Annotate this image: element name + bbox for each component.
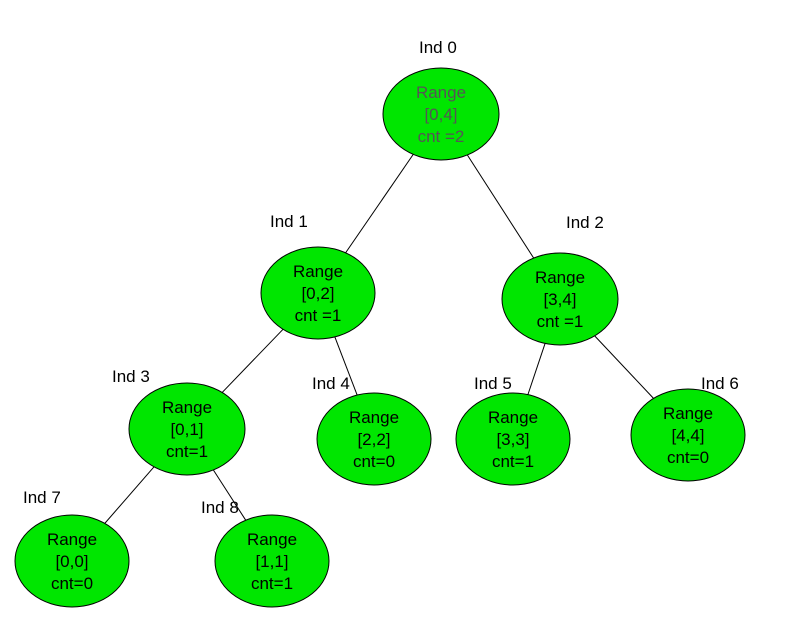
- tree-node-ind5: Ind 5 Range [3,3] cnt=1: [455, 374, 571, 486]
- edge-ind2-ind5: [527, 343, 546, 395]
- tree-node-ind8: Ind 8 Range [1,1] cnt=1: [201, 498, 330, 608]
- node-ellipse: [455, 392, 571, 486]
- node-ellipse: [501, 252, 619, 346]
- node-range: [3,4]: [543, 290, 576, 309]
- node-index-label: Ind 7: [23, 488, 61, 507]
- node-index-label: Ind 2: [566, 213, 604, 232]
- node-count: cnt =1: [295, 306, 342, 325]
- node-title: Range: [416, 83, 466, 102]
- node-count: cnt =1: [537, 312, 584, 331]
- node-range: [2,2]: [357, 430, 390, 449]
- node-ellipse: [316, 392, 432, 486]
- node-ellipse: [382, 67, 500, 161]
- edge-ind1-ind3: [221, 328, 284, 393]
- node-title: Range: [488, 408, 538, 427]
- node-title: Range: [47, 530, 97, 549]
- node-index-label: Ind 4: [312, 374, 350, 393]
- node-index-label: Ind 3: [112, 367, 150, 386]
- edge-ind0-ind2: [466, 154, 535, 259]
- node-title: Range: [293, 262, 343, 281]
- node-count: cnt=1: [492, 452, 534, 471]
- node-range: [3,3]: [496, 430, 529, 449]
- tree-node-ind6: Ind 6 Range [4,4] cnt=0: [630, 374, 746, 482]
- node-title: Range: [535, 268, 585, 287]
- tree-node-ind4: Ind 4 Range [2,2] cnt=0: [312, 374, 432, 486]
- node-range: [0,2]: [301, 284, 334, 303]
- node-range: [4,4]: [671, 426, 704, 445]
- node-ellipse: [630, 388, 746, 482]
- node-index-label: Ind 6: [701, 374, 739, 393]
- node-index-label: Ind 5: [474, 374, 512, 393]
- tree-node-ind0: Ind 0 Range [0,4] cnt =2: [382, 38, 500, 161]
- edges: [104, 154, 654, 524]
- edge-ind3-ind7: [104, 466, 155, 524]
- edge-ind3-ind8: [212, 469, 247, 521]
- node-index-label: Ind 8: [201, 498, 239, 517]
- tree-node-ind3: Ind 3 Range [0,1] cnt=1: [112, 367, 246, 476]
- node-count: cnt=1: [166, 442, 208, 461]
- node-range: [1,1]: [255, 552, 288, 571]
- node-index-label: Ind 1: [270, 212, 308, 231]
- edge-ind1-ind4: [334, 336, 358, 396]
- node-range: [0,1]: [170, 420, 203, 439]
- edge-ind2-ind6: [594, 335, 654, 399]
- node-index-label: Ind 0: [419, 38, 457, 57]
- node-ellipse: [14, 514, 130, 608]
- node-title: Range: [349, 408, 399, 427]
- node-range: [0,4]: [424, 105, 457, 124]
- node-ellipse: [260, 246, 376, 340]
- node-ellipse: [128, 382, 246, 476]
- node-title: Range: [247, 530, 297, 549]
- edge-ind0-ind1: [345, 154, 414, 254]
- node-title: Range: [162, 398, 212, 417]
- node-count: cnt=1: [251, 574, 293, 593]
- node-ellipse: [214, 514, 330, 608]
- node-count: cnt=0: [51, 574, 93, 593]
- tree-node-ind7: Ind 7 Range [0,0] cnt=0: [14, 488, 130, 608]
- node-range: [0,0]: [55, 552, 88, 571]
- node-count: cnt=0: [353, 452, 395, 471]
- node-count: cnt=0: [667, 448, 709, 467]
- tree-node-ind2: Ind 2 Range [3,4] cnt =1: [501, 213, 619, 346]
- node-count: cnt =2: [418, 127, 465, 146]
- tree-node-ind1: Ind 1 Range [0,2] cnt =1: [260, 212, 376, 340]
- node-title: Range: [663, 404, 713, 423]
